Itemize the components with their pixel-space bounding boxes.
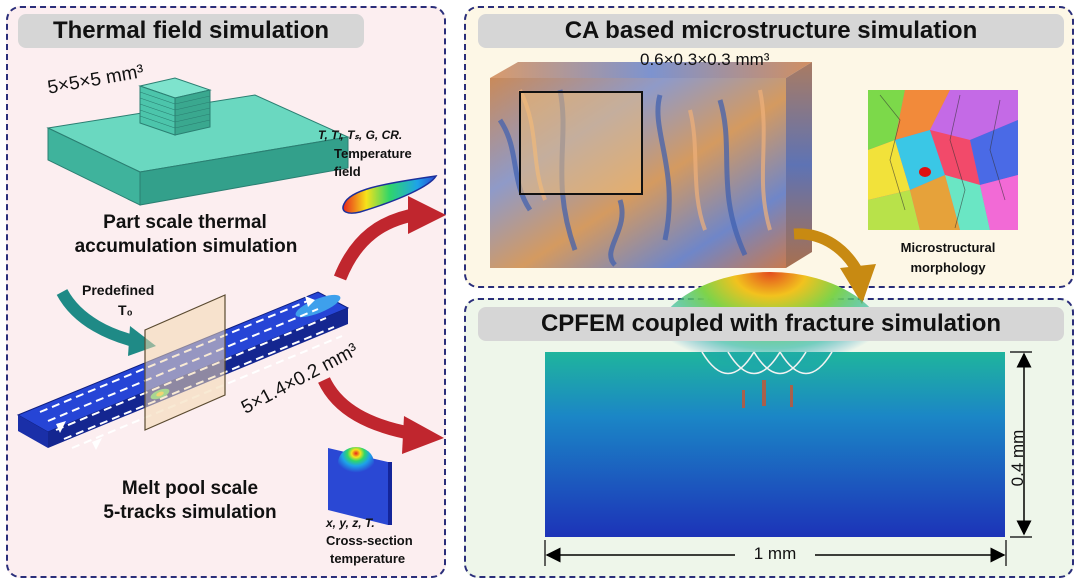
- melt-pool-label-line2: 5-tracks simulation: [103, 502, 277, 523]
- width-dimension-label: 1 mm: [735, 544, 815, 564]
- ca-microstructure-block: [490, 62, 812, 268]
- cross-section-temperature-plot: [328, 447, 392, 525]
- part-scale-label-line2: accumulation simulation: [74, 236, 298, 257]
- temperature-field-variables: T, Tₗ, Tₛ, G, CR.: [318, 128, 403, 142]
- predefined-label: Predefined: [82, 282, 155, 298]
- microstructural-morphology-map: [868, 90, 1018, 230]
- red-arrow-lower: [318, 376, 416, 441]
- red-arrow-upper: [333, 207, 420, 281]
- part-scale-model: [46, 77, 350, 206]
- melt-pool-track-model: [16, 291, 350, 450]
- cpfem-fracture-title: CPFEM coupled with fracture simulation: [478, 307, 1064, 341]
- temperature-field-label-line1: Temperature: [334, 146, 412, 161]
- microstructural-label-line1: Microstructural: [900, 240, 996, 255]
- t0-label: T₀: [118, 302, 133, 318]
- temperature-field-plume: [342, 175, 438, 214]
- microstructural-label-line2: morphology: [910, 260, 986, 275]
- temperature-field-label-line2: field: [334, 164, 361, 179]
- thermal-field-title: Thermal field simulation: [18, 14, 364, 48]
- part-scale-label-line1: Part scale thermal: [103, 212, 267, 233]
- cross-section-label-line1: Cross-section: [326, 533, 413, 548]
- height-dimension-label: 0.4 mm: [1008, 429, 1027, 487]
- ca-microstructure-title: CA based microstructure simulation: [478, 14, 1064, 48]
- cross-section-variables: x, y, z, T.: [326, 516, 375, 530]
- cross-section-label-line2: temperature: [330, 551, 406, 566]
- gold-arrow: [793, 228, 863, 275]
- block-dimension-label: 0.6×0.3×0.3 mm³: [640, 50, 770, 69]
- melt-pool-label-line1: Melt pool scale: [121, 478, 259, 499]
